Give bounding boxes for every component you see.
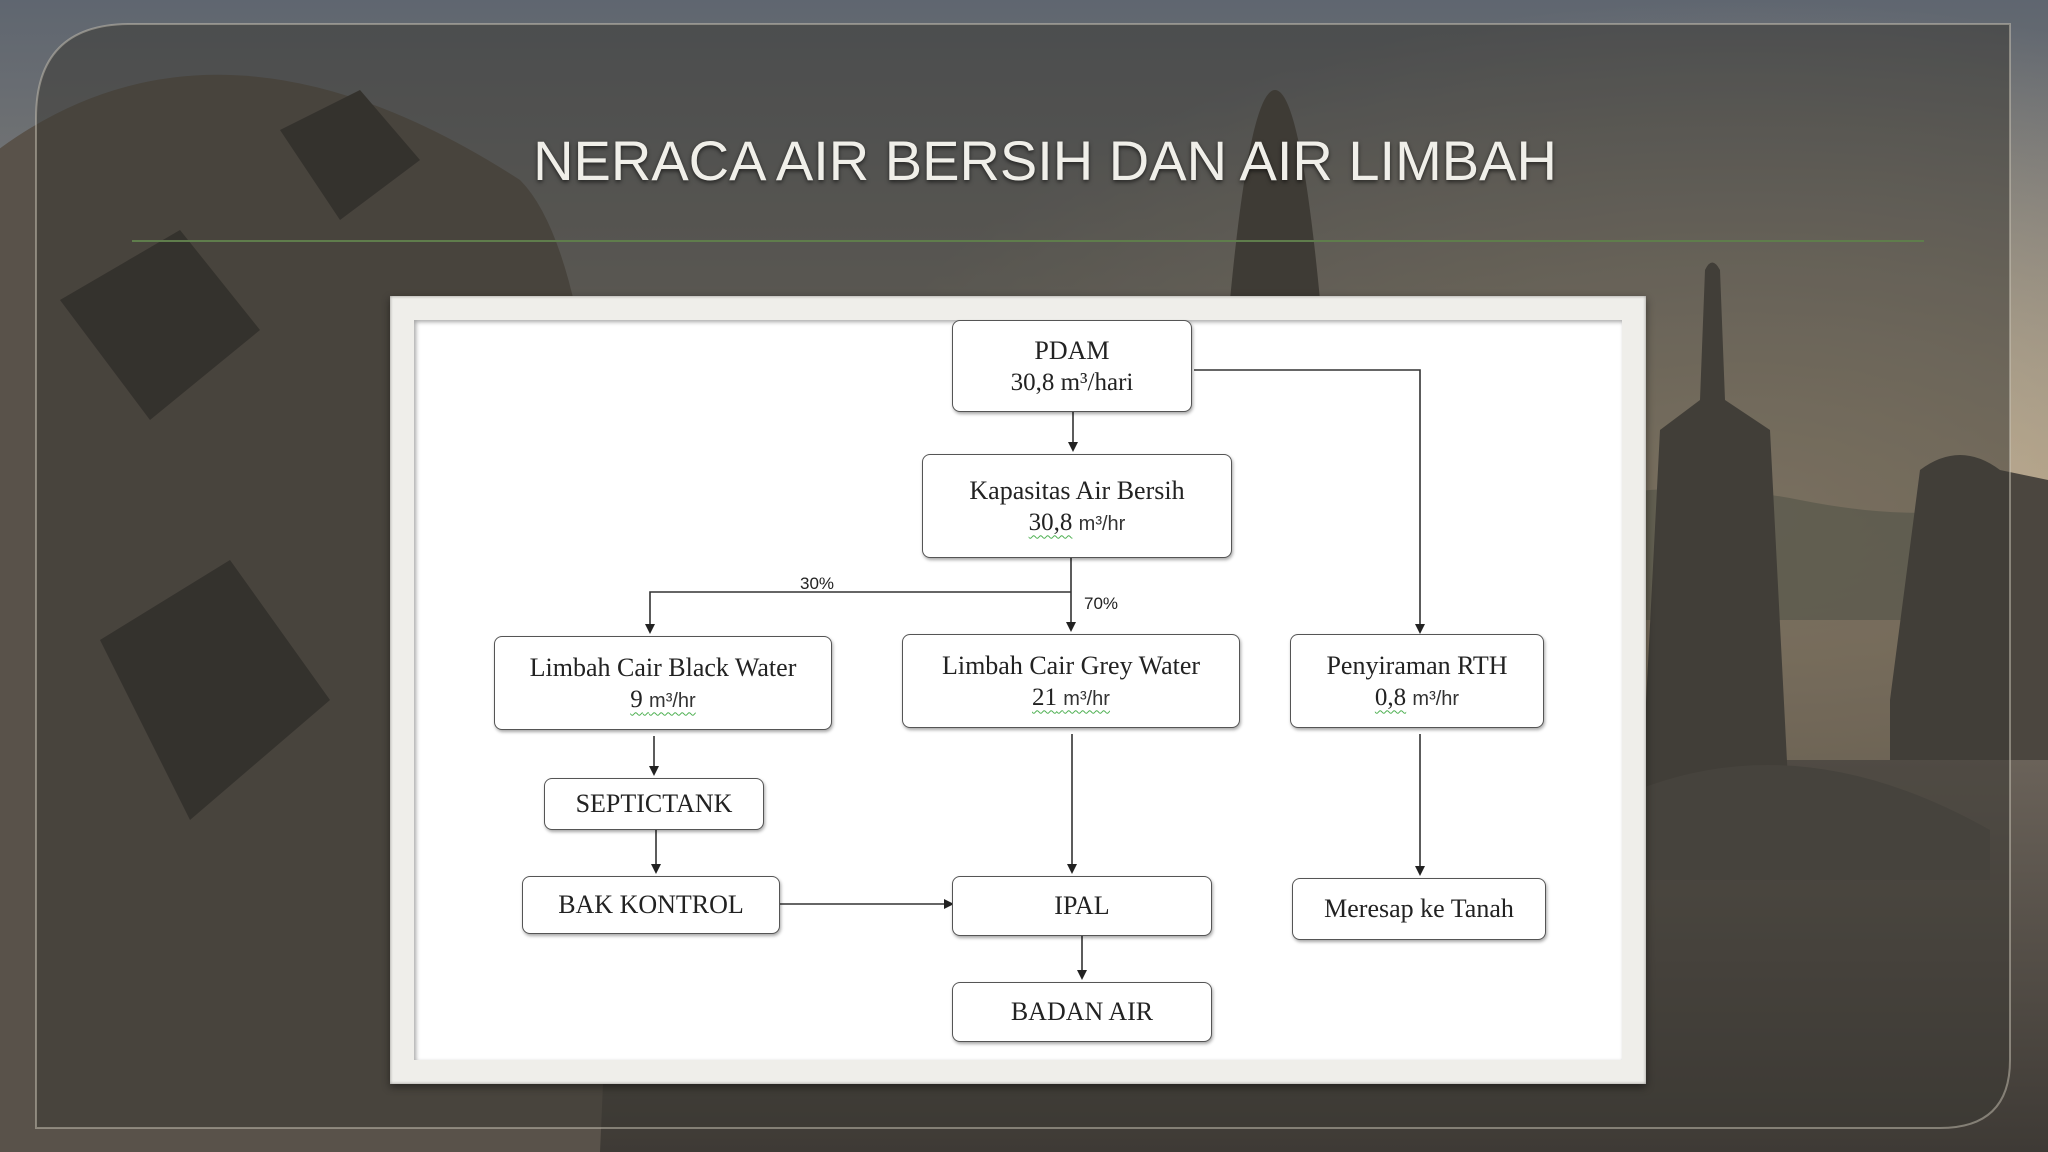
node-black-water-label: Limbah Cair Black Water <box>529 652 797 682</box>
grey-water-percent: 70% <box>1084 594 1119 613</box>
node-badan-air-label: BADAN AIR <box>1010 997 1154 1026</box>
node-penyiraman-label: Penyiraman RTH <box>1326 650 1508 680</box>
node-grey-water-label: Limbah Cair Grey Water <box>941 650 1201 680</box>
node-black-water-value: 9 <box>630 685 643 713</box>
node-penyiraman-value: 0,8 <box>1374 683 1407 711</box>
node-grey-water-value: 21 <box>1032 683 1058 711</box>
node-kapasitas-label: Kapasitas Air Bersih <box>969 475 1185 505</box>
node-ipal: IPAL <box>952 876 1212 936</box>
node-black-water-unit: m³/hr <box>649 689 696 712</box>
node-badan-air: BADAN AIR <box>952 982 1212 1042</box>
slide-title: NERACA AIR BERSIH DAN AIR LIMBAH <box>533 129 1557 192</box>
edge-pdam-penyiraman <box>1194 369 1425 634</box>
node-kapasitas-value: 30,8 <box>1028 508 1073 536</box>
node-meresap-ke-tanah: Meresap ke Tanah <box>1292 878 1546 940</box>
node-grey-water: Limbah Cair Grey Water 21 m³/hr <box>902 634 1240 728</box>
node-grey-water-unit: m³/hr <box>1063 687 1110 710</box>
node-kapasitas-unit: m³/hr <box>1078 512 1126 535</box>
node-meresap-label: Meresap ke Tanah <box>1324 894 1514 923</box>
black-water-percent: 30% <box>800 574 835 593</box>
node-septictank-label: SEPTICTANK <box>575 789 733 818</box>
node-black-water: Limbah Cair Black Water 9 m³/hr <box>494 636 832 730</box>
node-pdam-label: PDAM <box>1034 336 1110 365</box>
node-pdam-value: 30,8 <box>1010 369 1055 396</box>
node-kapasitas-air-bersih: Kapasitas Air Bersih 30,8 m³/hr <box>922 454 1232 558</box>
node-bak-kontrol: BAK KONTROL <box>522 876 780 934</box>
node-ipal-label: IPAL <box>1054 891 1110 920</box>
node-penyiraman-rth: Penyiraman RTH 0,8 m³/hr <box>1290 634 1544 728</box>
flow-connectors <box>645 369 1425 980</box>
node-penyiraman-unit: m³/hr <box>1412 687 1460 710</box>
node-bak-kontrol-label: BAK KONTROL <box>558 890 744 919</box>
diagram-frame: 30% 70% PDAM 30,8 m³/hari Kapasitas Air … <box>390 296 1646 1084</box>
diagram-paper: 30% 70% PDAM 30,8 m³/hari Kapasitas Air … <box>414 320 1622 1060</box>
node-septictank: SEPTICTANK <box>544 778 764 830</box>
edge-to-black-water <box>645 591 1071 634</box>
node-pdam: PDAM 30,8 m³/hari <box>952 320 1192 412</box>
node-pdam-unit: m³/hari <box>1060 369 1134 396</box>
